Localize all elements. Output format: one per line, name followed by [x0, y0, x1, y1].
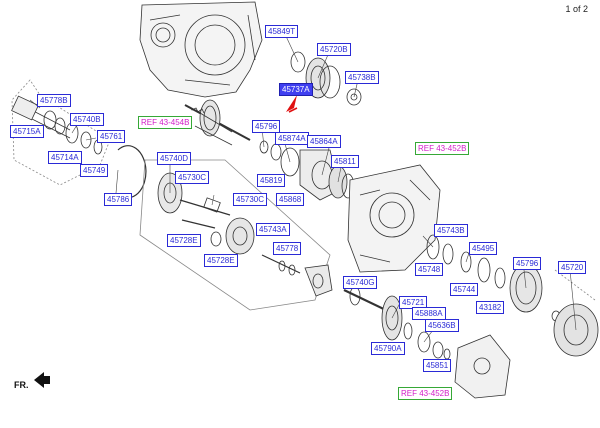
- snap-ring-45786: [117, 145, 147, 199]
- leader-lines: [29, 33, 577, 343]
- part-label-45790A[interactable]: 45790A: [371, 342, 405, 355]
- highlight-pointer-arrow: [286, 95, 298, 113]
- part-label-45864A[interactable]: 45864A: [307, 135, 341, 148]
- part-label-45730C-upper[interactable]: 45730C: [175, 171, 210, 184]
- part-label-45819[interactable]: 45819: [257, 174, 286, 187]
- part-label-45720[interactable]: 45720: [558, 261, 587, 274]
- part-label-45811[interactable]: 45811: [331, 155, 359, 168]
- ref-link-43-452B-bottom[interactable]: REF 43-452B: [398, 387, 453, 400]
- part-label-45874A[interactable]: 45874A: [275, 132, 309, 145]
- part-label-45778[interactable]: 45778: [273, 242, 302, 255]
- part-label-45720B[interactable]: 45720B: [317, 43, 351, 56]
- front-label: FR.: [14, 380, 29, 390]
- lower-cover-plate: [454, 334, 511, 399]
- part-label-45743B[interactable]: 45743B: [434, 224, 468, 237]
- part-label-45849T[interactable]: 45849T: [265, 25, 299, 38]
- page-indicator: 1 of 2: [565, 4, 588, 14]
- part-label-45738B[interactable]: 45738B: [345, 71, 379, 84]
- front-direction-arrow: [34, 372, 50, 388]
- part-label-45868[interactable]: 45868: [276, 193, 305, 206]
- part-label-45796-right[interactable]: 45796: [513, 257, 542, 270]
- part-label-45737A-highlighted[interactable]: 45737A: [279, 83, 313, 96]
- ref-link-43-454B[interactable]: REF 43-454B: [138, 116, 193, 129]
- mid-plate-assembly: [259, 140, 355, 201]
- part-label-45748[interactable]: 45748: [415, 263, 444, 276]
- ref-link-43-452B-top[interactable]: REF 43-452B: [415, 142, 470, 155]
- transmission-case-top: [139, 1, 263, 98]
- part-label-45743A[interactable]: 45743A: [256, 223, 290, 236]
- part-label-45796-upper[interactable]: 45796: [252, 120, 281, 133]
- part-label-45786[interactable]: 45786: [104, 193, 133, 206]
- output-gear-shaft: [184, 99, 251, 146]
- part-label-45778B[interactable]: 45778B: [37, 94, 71, 107]
- part-label-45851[interactable]: 45851: [423, 359, 452, 372]
- part-label-45714A[interactable]: 45714A: [48, 151, 82, 164]
- part-label-45730C-lower[interactable]: 45730C: [233, 193, 268, 206]
- part-label-45715A[interactable]: 45715A: [10, 125, 44, 138]
- part-label-45728E-right[interactable]: 45728E: [204, 254, 238, 267]
- part-label-45761[interactable]: 45761: [97, 130, 126, 143]
- part-label-45749[interactable]: 45749: [80, 164, 109, 177]
- part-label-45636B[interactable]: 45636B: [425, 319, 459, 332]
- part-label-45740G[interactable]: 45740G: [343, 276, 378, 289]
- part-label-45744[interactable]: 45744: [450, 283, 479, 296]
- part-label-45495[interactable]: 45495: [469, 242, 498, 255]
- transmission-case-right: [347, 164, 441, 273]
- left-input-shaft: [11, 79, 111, 186]
- part-label-45740B[interactable]: 45740B: [70, 113, 104, 126]
- part-label-43182[interactable]: 43182: [476, 301, 505, 314]
- part-label-45728E-left[interactable]: 45728E: [167, 234, 201, 247]
- part-label-45740D[interactable]: 45740D: [157, 152, 192, 165]
